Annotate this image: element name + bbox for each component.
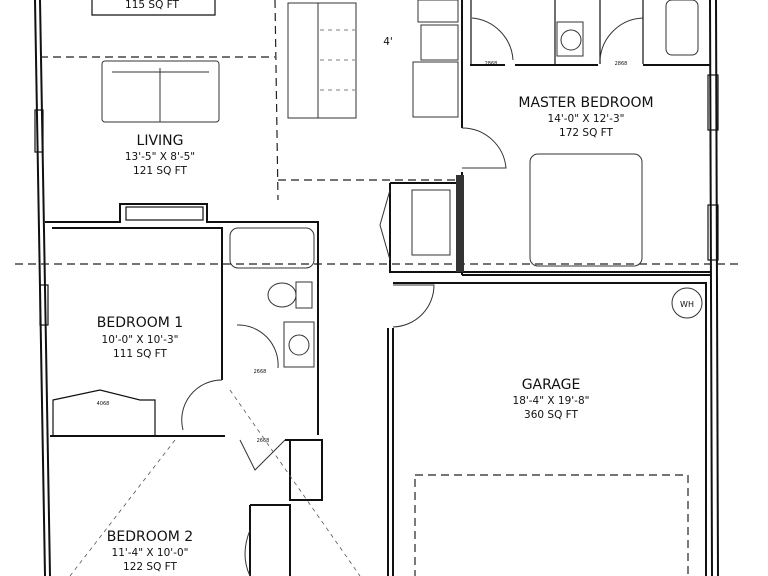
dashed-guides xyxy=(15,0,740,576)
garage-dims: 18'-4" X 19'-8" xyxy=(513,395,590,407)
kitchen-island xyxy=(287,2,357,119)
bedroom1-dims: 10'-0" X 10'-3" xyxy=(102,334,179,346)
door-tag: 2868 xyxy=(485,61,498,67)
top-room-area: 115 SQ FT xyxy=(125,0,180,11)
living-area: 121 SQ FT xyxy=(133,165,188,177)
door-swing xyxy=(392,284,435,328)
hall-width-label: 4' xyxy=(383,36,393,48)
bedroom1-area: 111 SQ FT xyxy=(113,348,168,360)
door-swing xyxy=(599,17,644,61)
sofa xyxy=(101,60,220,123)
bedroom1-closet xyxy=(52,389,156,437)
water-heater xyxy=(671,287,703,319)
master-walls xyxy=(390,0,710,276)
master-area: 172 SQ FT xyxy=(559,127,614,139)
master-dims: 14'-0" X 12'-3" xyxy=(548,113,625,125)
door-tag: 2668 xyxy=(254,369,267,375)
water-heater-label: WH xyxy=(680,300,694,309)
bedroom1-name: BEDROOM 1 xyxy=(97,315,183,331)
bathroom xyxy=(229,227,315,369)
kitchen-counter xyxy=(412,0,459,118)
living-dims: 13'-5" X 8'-5" xyxy=(125,151,195,163)
living-name: LIVING xyxy=(137,133,184,149)
windows xyxy=(34,74,719,326)
bedroom2-dims: 11'-4" X 10'-0" xyxy=(112,547,189,559)
door-tag: 4068 xyxy=(97,401,110,407)
door-swing xyxy=(181,379,223,431)
bay-window xyxy=(91,0,216,16)
bedroom2-name: BEDROOM 2 xyxy=(107,529,193,545)
master-name: MASTER BEDROOM xyxy=(518,95,653,111)
guide xyxy=(229,389,361,576)
door-tag: 2668 xyxy=(257,438,270,444)
door-swing xyxy=(471,17,514,61)
garage-walls xyxy=(387,282,707,576)
bed xyxy=(529,153,643,267)
door-tag: 2868 xyxy=(615,61,628,67)
hall-closets xyxy=(239,439,323,576)
garage-area: 360 SQ FT xyxy=(524,409,579,421)
exterior-walls xyxy=(34,0,719,576)
garage-name: GARAGE xyxy=(522,377,581,393)
bedroom2-area: 122 SQ FT xyxy=(123,561,178,573)
master-closet xyxy=(379,175,464,273)
door-swing xyxy=(461,127,507,169)
